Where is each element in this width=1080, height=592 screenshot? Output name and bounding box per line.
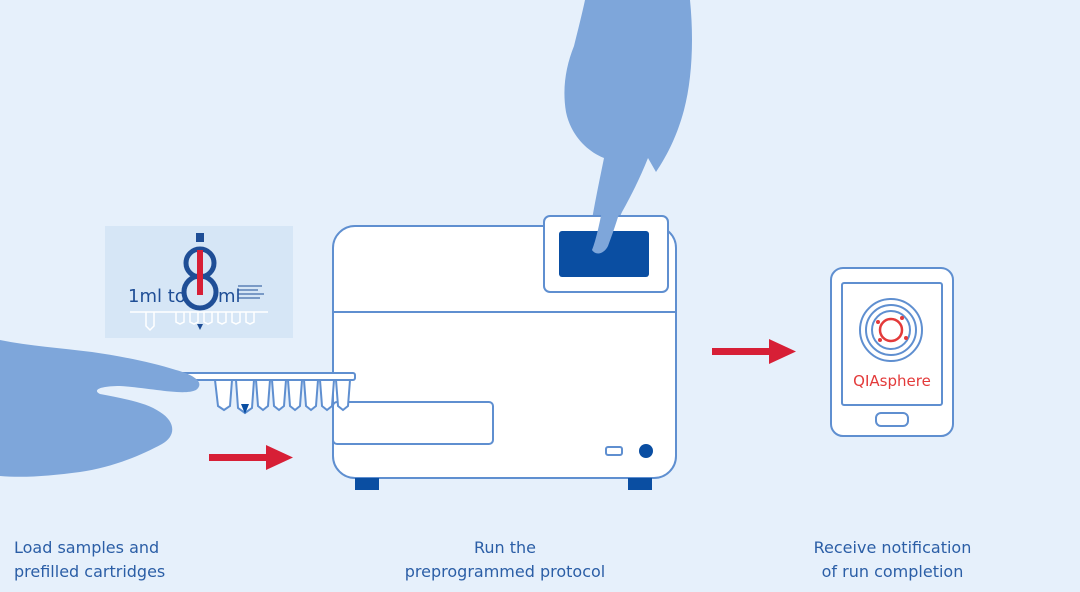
step-caption-line: prefilled cartridges xyxy=(14,562,166,581)
step-caption-load: Load samples and prefilled cartridges xyxy=(14,536,165,584)
finger-tip xyxy=(592,196,624,254)
step-caption-notify: Receive notification of run completion xyxy=(775,536,1010,584)
test-tube-icon xyxy=(181,233,219,311)
arrow-right-icon xyxy=(712,339,796,364)
tablet xyxy=(830,267,954,437)
step-caption-line: Run the xyxy=(473,538,537,557)
holding-hand-icon xyxy=(0,340,200,477)
step-caption-line: Load samples and xyxy=(14,538,160,557)
instrument-foot-right xyxy=(628,478,652,490)
step-caption-line: of run completion xyxy=(821,562,964,581)
step-caption-run: Run the preprogrammed protocol xyxy=(380,536,630,584)
cartridge-strip xyxy=(151,372,356,415)
logo-fine-print xyxy=(238,285,264,299)
instrument-foot-left xyxy=(355,478,379,490)
arrow-right-icon xyxy=(209,445,293,470)
tablet-app-name: QIAsphere xyxy=(853,372,931,390)
step-caption-line: preprogrammed protocol xyxy=(404,562,606,581)
logo-right-text: ml xyxy=(218,286,241,307)
logo-inset: 1ml to ml xyxy=(105,226,293,338)
logo-strip-icon xyxy=(130,311,268,332)
power-button xyxy=(639,444,653,458)
logo-left-text: 1ml to xyxy=(128,286,186,307)
logo-tip-icon xyxy=(197,324,203,330)
step-caption-line: Receive notification xyxy=(813,538,972,557)
pointing-hand-icon xyxy=(564,0,692,253)
cartridge-tip xyxy=(241,404,249,414)
instrument-screen xyxy=(559,231,649,277)
qiasphere-logo-icon xyxy=(859,298,923,362)
